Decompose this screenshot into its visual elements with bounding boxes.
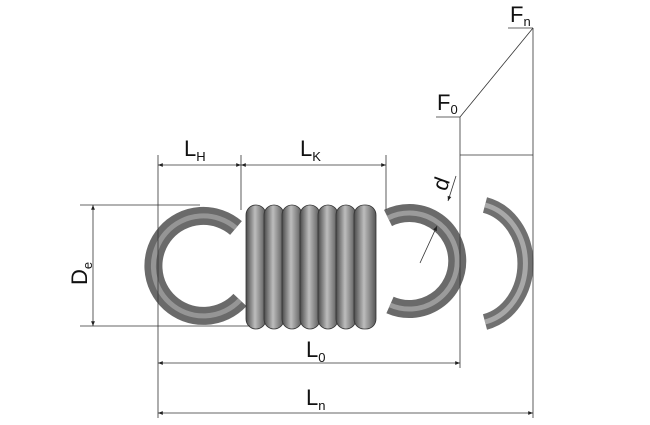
label-free-length: L0 [306, 337, 325, 365]
label-outer-diameter: De [67, 262, 95, 285]
hook-section [482, 197, 534, 330]
label-hook-length: LH [184, 136, 206, 164]
label-initial-force: F0 [437, 90, 458, 117]
spring-coils [245, 204, 377, 330]
label-extended-length: Ln [306, 385, 325, 413]
spring [144, 197, 534, 330]
dimension-lines [80, 27, 534, 418]
label-wire-diameter: d [427, 174, 455, 194]
label-max-force: Fn [510, 2, 531, 29]
label-body-length: LK [300, 136, 321, 164]
